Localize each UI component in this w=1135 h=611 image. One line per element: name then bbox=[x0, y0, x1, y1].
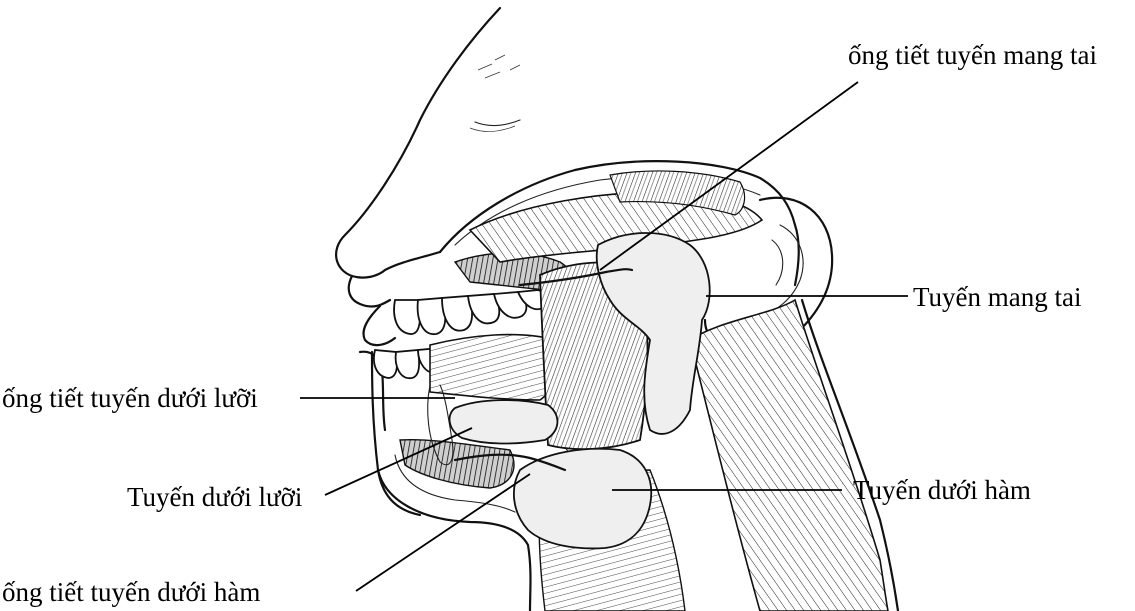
upper-teeth bbox=[394, 290, 547, 334]
label-sublingual-duct: ống tiết tuyến dưới lưỡi bbox=[2, 383, 258, 413]
label-parotid-gland: Tuyến mang tai bbox=[913, 282, 1082, 312]
label-sublingual-gland: Tuyến dưới lưỡi bbox=[127, 482, 302, 512]
label-parotid-duct: ống tiết tuyến mang tai bbox=[848, 40, 1097, 70]
sublingual-gland bbox=[450, 400, 558, 443]
label-submandibular-gland: Tuyến dưới hàm bbox=[853, 475, 1031, 505]
label-submandibular-duct: ống tiết tuyến dưới hàm bbox=[2, 577, 260, 607]
submandibular-gland bbox=[514, 449, 651, 549]
